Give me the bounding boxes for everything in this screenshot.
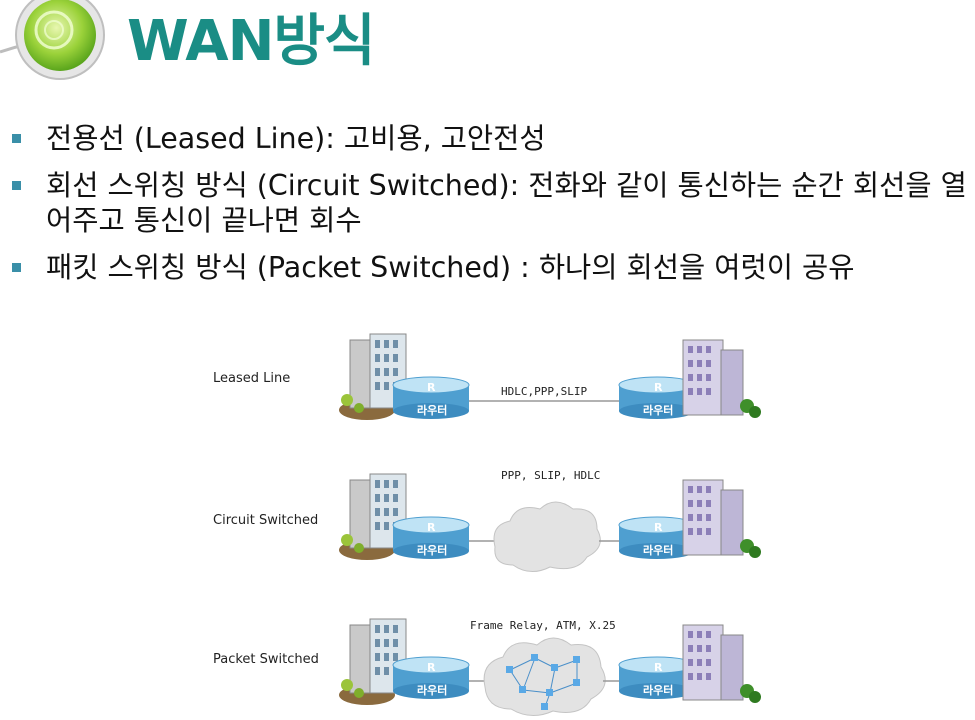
router-right-label: 라우터 <box>643 403 673 417</box>
packet-nodes-icon <box>506 654 580 710</box>
router-mark: R <box>427 521 436 534</box>
bullet-text: 회선 스위칭 방식 (Circuit Switched): 전화와 같이 통신하… <box>46 169 967 237</box>
page-title: WAN방식 <box>127 9 376 74</box>
bullet-item: 전용선 (Leased Line): 고비용, 고안전성 <box>12 121 972 156</box>
router-mark: R <box>427 381 436 394</box>
logo-circle-icon <box>0 0 105 80</box>
bullet-item: 회선 스위칭 방식 (Circuit Switched): 전화와 같이 통신하… <box>12 168 972 238</box>
router-left-label: 라우터 <box>417 403 447 417</box>
bullet-square-icon <box>12 263 21 272</box>
bullet-square-icon <box>12 134 21 143</box>
wan-diagram: Leased Line R 라우터 HDLC,PPP,SLIP R 라우터 Ci… <box>213 333 762 716</box>
router-left-label: 라우터 <box>417 543 447 557</box>
router-mark: R <box>654 521 663 534</box>
bullet-text: 전용선 (Leased Line): 고비용, 고안전성 <box>46 122 546 155</box>
router-right-label: 라우터 <box>643 683 673 697</box>
building-right-icon <box>682 339 762 419</box>
router-mark: R <box>654 381 663 394</box>
bullet-square-icon <box>12 181 21 190</box>
bullet-list: 전용선 (Leased Line): 고비용, 고안전성 회선 스위칭 방식 (… <box>12 121 972 297</box>
router-mark: R <box>654 661 663 674</box>
protocols-circuit: PPP, SLIP, HDLC <box>501 469 600 482</box>
bullet-item: 패킷 스위칭 방식 (Packet Switched) : 하나의 회선을 여럿… <box>12 250 972 285</box>
building-right-icon <box>682 624 762 704</box>
building-right-icon <box>682 479 762 559</box>
cloud-icon <box>493 501 601 572</box>
router-left-label: 라우터 <box>417 683 447 697</box>
bullet-text: 패킷 스위칭 방식 (Packet Switched) : 하나의 회선을 여럿… <box>46 251 855 284</box>
row-label-packet: Packet Switched <box>213 652 319 667</box>
protocols-leased: HDLC,PPP,SLIP <box>501 385 587 398</box>
row-label-circuit: Circuit Switched <box>213 513 318 528</box>
router-right-label: 라우터 <box>643 543 673 557</box>
protocols-packet: Frame Relay, ATM, X.25 <box>470 619 616 632</box>
router-mark: R <box>427 661 436 674</box>
row-label-leased: Leased Line <box>213 371 290 386</box>
